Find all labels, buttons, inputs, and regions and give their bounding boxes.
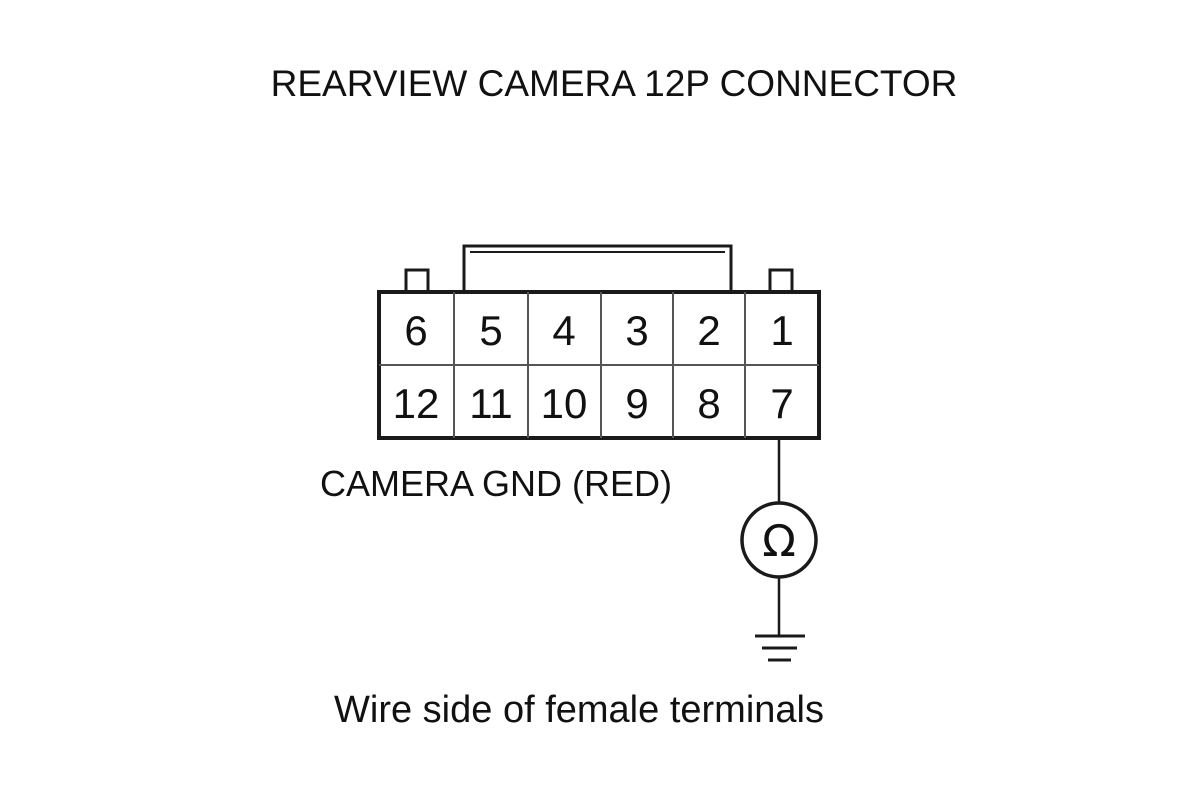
pin-label-4: 4	[552, 307, 575, 354]
connector-top-row: 6 5 4 3 2 1	[404, 307, 793, 354]
ground-symbol-icon	[755, 634, 805, 662]
pin-label-11: 11	[469, 380, 513, 427]
ohmmeter-symbol: Ω	[762, 516, 796, 567]
pin-label-12: 12	[393, 380, 440, 427]
diagram-title: REARVIEW CAMERA 12P CONNECTOR	[271, 63, 958, 104]
pin-label-10: 10	[541, 380, 588, 427]
connector-cell-grid	[379, 292, 819, 438]
pin-label-1: 1	[770, 307, 793, 354]
pin-label-9: 9	[625, 380, 648, 427]
pin-label-6: 6	[404, 307, 427, 354]
pin-label-3: 3	[625, 307, 648, 354]
pin-label-5: 5	[479, 307, 502, 354]
diagram-caption: Wire side of female terminals	[334, 689, 824, 731]
connector-left-latch	[404, 268, 430, 292]
wire-label: CAMERA GND (RED)	[320, 463, 672, 504]
connector-bottom-row: 12 11 10 9 8 7	[393, 380, 794, 427]
pin-label-8: 8	[697, 380, 720, 427]
pin-label-7: 7	[770, 380, 793, 427]
ohmmeter-icon: Ω	[740, 501, 818, 579]
pin-label-2: 2	[697, 307, 720, 354]
connector-right-latch	[768, 268, 794, 292]
connector-lock-tab	[462, 244, 733, 292]
